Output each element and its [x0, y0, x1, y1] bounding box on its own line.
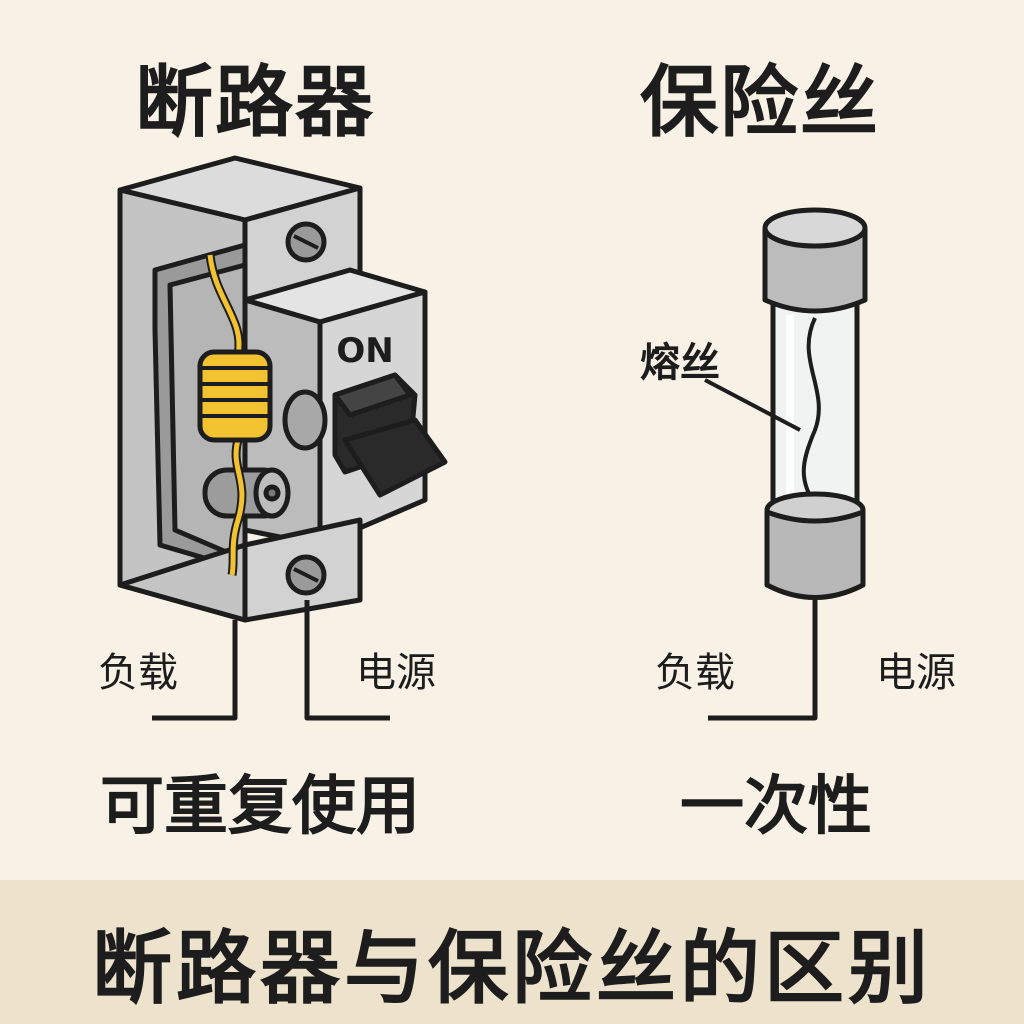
footer-band: 断路器与保险丝的区别 [0, 880, 1024, 1024]
fuse-illustration [704, 207, 868, 721]
toggle-lever [332, 372, 448, 498]
fuse-element-wire [801, 317, 821, 507]
fuse-element-label: 熔丝 [640, 340, 720, 386]
fuse-lead [708, 600, 818, 721]
source-lead [304, 600, 390, 721]
fuse-caption: 一次性 [680, 770, 872, 844]
load-lead [152, 620, 238, 721]
fuse-source-label: 电源 [876, 650, 956, 696]
spring-coil [197, 349, 273, 443]
breaker-title: 断路器 [135, 58, 376, 148]
breaker-caption: 可重复使用 [100, 770, 420, 844]
fuse-title: 保险丝 [640, 58, 881, 148]
switch-on-label: ON [336, 331, 393, 371]
fuse-load-label: 负载 [655, 650, 735, 696]
circuit-breaker-illustration [117, 155, 448, 721]
footer-title: 断路器与保险丝的区别 [92, 922, 932, 1015]
breaker-source-label: 电源 [356, 650, 436, 696]
breaker-load-label: 负载 [98, 650, 178, 696]
fuse-element-callout [704, 378, 801, 432]
